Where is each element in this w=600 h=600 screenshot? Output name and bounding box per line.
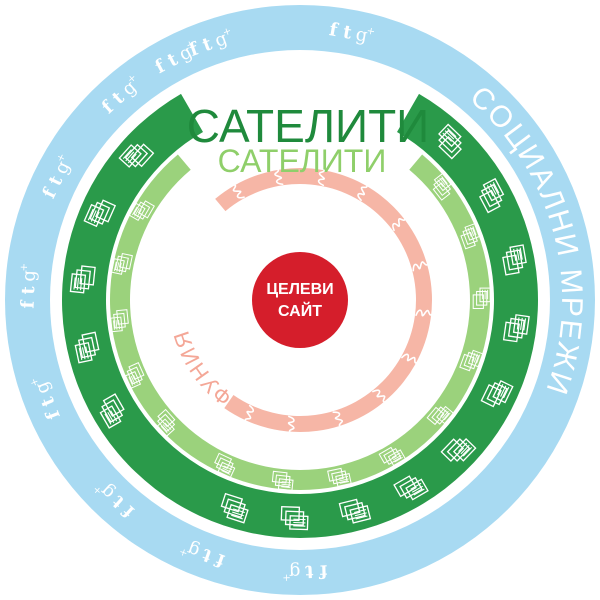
document-stack-icon (478, 177, 505, 214)
center-label-line1: ЦЕЛЕВИ (266, 281, 333, 298)
google-plus-sign: + (178, 545, 190, 558)
funnel-logo-icons-group (232, 169, 432, 433)
signature-logo-icon (415, 309, 432, 317)
document-stack-icon (214, 452, 236, 479)
twitter-icon: t (304, 561, 314, 582)
signature-logo-icon (401, 353, 417, 364)
satellites-title-outer: САТЕЛИТИ (187, 100, 430, 152)
document-stack-icon (83, 199, 117, 228)
signature-logo-icon (357, 185, 368, 201)
outer-document-icons-group (69, 123, 530, 531)
document-stack-icon (110, 309, 129, 333)
signature-logo-icon (244, 404, 255, 421)
target-site-circle (252, 252, 348, 348)
google-plus-sign: + (221, 26, 233, 39)
google-plus-sign: + (282, 571, 291, 582)
facebook-icon: f (318, 560, 328, 581)
signature-logo-icon (317, 169, 326, 187)
document-stack-icon (460, 223, 480, 250)
document-stack-icon (69, 265, 96, 294)
inner-document-icons-group (110, 172, 491, 491)
google-plus-sign: + (28, 376, 41, 388)
document-stack-icon (280, 506, 309, 531)
signature-logo-icon (332, 411, 344, 427)
google-plus-sign: + (366, 26, 376, 38)
facebook-icon: f (18, 299, 39, 309)
signature-logo-icon (372, 389, 386, 403)
google-plus-icon: g (354, 24, 369, 47)
document-stack-icon (502, 244, 527, 276)
document-stack-icon (338, 498, 372, 524)
document-stack-icon (327, 467, 352, 488)
google-plus-icon: g (289, 561, 301, 582)
document-stack-icon (99, 393, 125, 429)
signature-logo-icon (274, 169, 284, 186)
inner-satellites-ring (110, 154, 491, 491)
twitter-icon: t (18, 285, 39, 295)
signature-logo-icon (287, 415, 295, 433)
funnel-ring (215, 167, 432, 432)
document-stack-icon (378, 446, 407, 467)
document-stack-icon (74, 331, 100, 364)
document-stack-icon (502, 314, 530, 343)
signature-logo-icon (392, 218, 406, 232)
document-stack-icon (220, 492, 249, 524)
google-plus-sign: + (19, 263, 30, 272)
document-stack-icon (156, 408, 176, 437)
document-stack-icon (438, 123, 462, 160)
satellites-title-inner: САТЕЛИТИ (218, 143, 387, 179)
social-icon-cluster: ftg+ (282, 560, 328, 583)
document-stack-icon (440, 438, 477, 462)
document-stack-icon (459, 349, 484, 372)
document-stack-icon (118, 143, 155, 168)
document-stack-icon (472, 287, 491, 310)
google-plus-icon: g (18, 270, 39, 282)
signature-logo-icon (232, 184, 245, 199)
document-stack-icon (128, 200, 155, 222)
document-stack-icon (393, 475, 429, 501)
social-icon-cluster: ftg+ (18, 263, 40, 309)
center-label-line2: САЙТ (278, 301, 322, 320)
document-stack-icon (432, 172, 452, 201)
document-stack-icon (271, 470, 294, 491)
signature-logo-icon (412, 261, 428, 272)
document-stack-icon (426, 405, 455, 426)
document-stack-icon (110, 252, 133, 275)
document-stack-icon (124, 362, 145, 389)
document-stack-icon (480, 379, 514, 408)
